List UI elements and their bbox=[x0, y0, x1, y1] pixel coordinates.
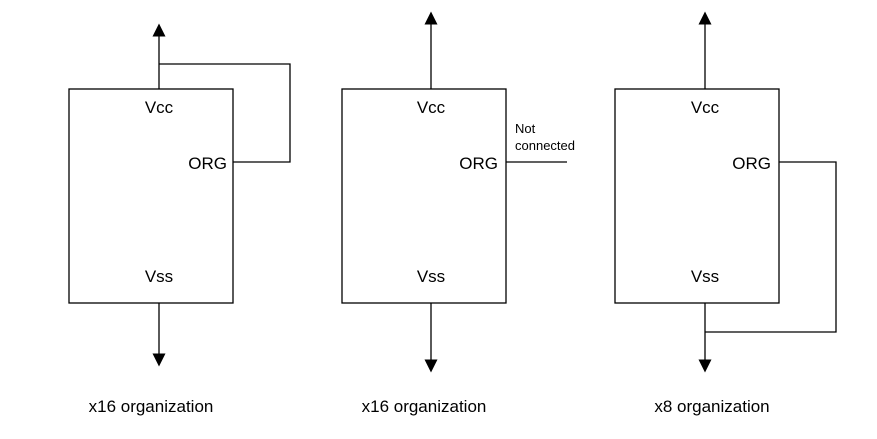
org-pin-label: ORG bbox=[188, 154, 227, 173]
vss-pin-label: Vss bbox=[417, 267, 445, 286]
diagram-x16-vcc: Vcc ORG Vss x16 organization bbox=[68, 23, 291, 416]
vss-pin-label: Vss bbox=[145, 267, 173, 286]
memory-chip bbox=[68, 88, 234, 304]
memory-chip bbox=[614, 88, 780, 304]
diagram-x16-nc: Not connected Vcc ORG Vss x16 organizati… bbox=[341, 11, 575, 416]
vcc-pin-label: Vcc bbox=[417, 98, 446, 117]
not-connected-label-line1: Not bbox=[515, 121, 536, 136]
org-pin-label: ORG bbox=[732, 154, 771, 173]
diagram-caption: x16 organization bbox=[89, 397, 214, 416]
memory-chip bbox=[341, 88, 507, 304]
vcc-pin-label: Vcc bbox=[145, 98, 174, 117]
org-pin-label: ORG bbox=[459, 154, 498, 173]
org-to-vcc-wire bbox=[159, 63, 291, 163]
vss-pin-label: Vss bbox=[691, 267, 719, 286]
diagram-caption: x16 organization bbox=[362, 397, 487, 416]
not-connected-label-line2: connected bbox=[515, 138, 575, 153]
diagram-x8-vss: Vcc ORG Vss x8 organization bbox=[614, 11, 837, 416]
org-to-vss-wire bbox=[705, 161, 837, 333]
diagram-caption: x8 organization bbox=[654, 397, 769, 416]
vcc-pin-label: Vcc bbox=[691, 98, 720, 117]
